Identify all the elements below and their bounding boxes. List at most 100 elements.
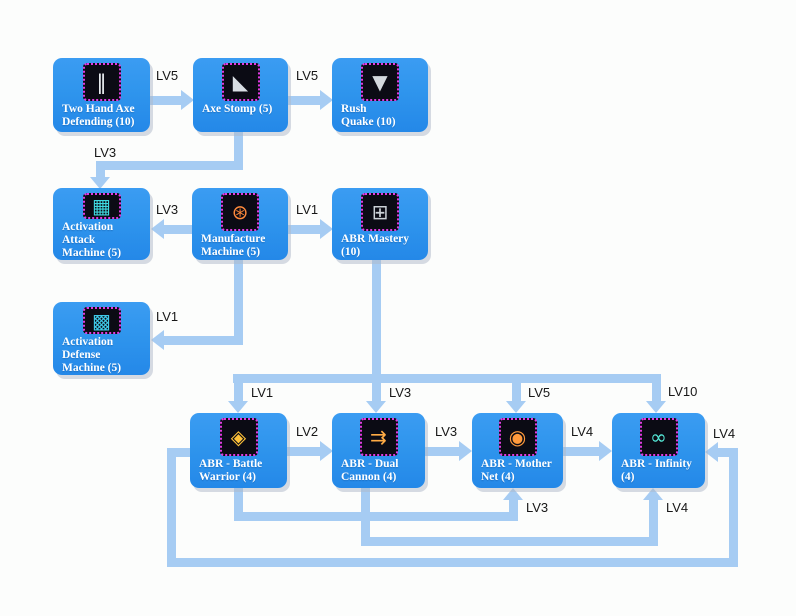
- edge-abrmastery-feed-vertical: [372, 260, 381, 383]
- skill-node-activation-defense-machine[interactable]: ▩ Activation Defense Machine (5): [53, 302, 150, 375]
- attack-machine-glyph: ▦: [92, 194, 111, 218]
- skill-node-label: ABR - Dual Cannon (4): [341, 458, 399, 483]
- battle-warrior-robot-icon: ◈: [219, 418, 258, 456]
- edge-battlewarrior-infinity-bottom: [167, 558, 738, 567]
- dual-cannon-missiles-icon: ⇉: [359, 418, 398, 456]
- mother-net-core-icon: ◉: [498, 418, 537, 456]
- edge-dualcannon-mothernet-stem: [425, 447, 460, 456]
- edge-axestomp-rushquake-stem: [288, 96, 321, 105]
- skill-node-abr-battle-warrior[interactable]: ◈ ABR - Battle Warrior (4): [190, 413, 287, 488]
- skill-node-abr-mother-net[interactable]: ◉ ABR - Mother Net (4): [472, 413, 563, 488]
- skill-node-label: Activation Attack Machine (5): [62, 221, 122, 259]
- edge-battlewarrior-dualcannon-stem: [287, 447, 321, 456]
- edge-dualcannon-infinity-upstem: [649, 499, 658, 538]
- edge-dualcannon-infinity-arrowhead: [643, 488, 663, 500]
- skill-node-label: Axe Stomp (5): [202, 103, 273, 115]
- edge-manufacture-actattack-arrowhead: [151, 219, 164, 239]
- skill-node-rush-quake[interactable]: ▼ Rush Quake (10): [332, 58, 428, 132]
- abr-mastery-glyph: ⊞: [371, 200, 389, 224]
- edge-level-label: LV5: [528, 385, 551, 400]
- edge-abrmastery-infinity-arrowhead: [646, 401, 666, 413]
- defense-machine-glyph: ▩: [92, 308, 111, 333]
- edge-level-label: LV4: [571, 424, 594, 439]
- skill-node-axe-stomp[interactable]: ◣ Axe Stomp (5): [193, 58, 288, 132]
- edge-dualcannon-mothernet-arrowhead: [459, 441, 472, 461]
- edge-level-label: LV3: [94, 145, 117, 160]
- edge-abrmastery-mothernet-dropstem: [512, 383, 521, 402]
- edge-manufacture-actdefense-arrowhead: [151, 330, 164, 350]
- edge-axestomp-actattack-dropstem: [96, 170, 105, 178]
- edge-manufacture-actattack-stem: [164, 225, 192, 234]
- edge-manufacture-actdefense-vertical: [234, 260, 243, 345]
- skill-node-abr-dual-cannon[interactable]: ⇉ ABR - Dual Cannon (4): [332, 413, 425, 488]
- manufacture-tools-icon: ⊛: [221, 193, 259, 231]
- edge-level-label: LV3: [526, 500, 549, 515]
- skill-node-two-hand-axe-defending[interactable]: ‖ Two Hand Axe Defending (10): [53, 58, 150, 132]
- edge-battlewarrior-infinity-arrowhead: [705, 442, 718, 462]
- edge-mothernet-infinity-stem: [563, 447, 600, 456]
- axe-stomp-icon: ◣: [221, 63, 260, 101]
- skill-node-label: ABR Mastery (10): [341, 233, 410, 258]
- edge-battlewarrior-mothernet-horizontal: [234, 512, 518, 521]
- edge-battlewarrior-infinity-leftvertical: [167, 448, 176, 567]
- edge-axestomp-actattack-horizontal: [96, 161, 243, 170]
- edge-level-label: LV5: [156, 68, 179, 83]
- skill-node-label: Activation Defense Machine (5): [62, 336, 122, 374]
- skill-node-label: Rush Quake (10): [341, 103, 396, 128]
- skill-node-label: ABR - Infinity (4): [621, 458, 692, 483]
- edge-level-label: LV10: [668, 384, 698, 399]
- edge-battlewarrior-infinity-exit: [167, 448, 190, 457]
- edge-level-label: LV3: [156, 202, 179, 217]
- edge-dualcannon-infinity-horizontal: [361, 537, 658, 546]
- skill-node-label: Two Hand Axe Defending (10): [62, 103, 135, 128]
- skill-node-abr-mastery[interactable]: ⊞ ABR Mastery (10): [332, 188, 428, 260]
- edge-level-label: LV4: [713, 426, 736, 441]
- edge-level-label: LV4: [666, 500, 689, 515]
- edge-abrmastery-infinity-dropstem: [652, 383, 661, 402]
- edge-dualcannon-infinity-down: [361, 488, 370, 546]
- skill-node-label: Manufacture Machine (5): [201, 233, 266, 258]
- edge-level-label: LV1: [156, 309, 179, 324]
- manufacture-glyph: ⊛: [231, 200, 249, 224]
- edge-level-label: LV1: [296, 202, 319, 217]
- edge-manufacture-abrmastery-arrowhead: [320, 219, 333, 239]
- battle-warrior-glyph: ◈: [230, 425, 247, 449]
- skill-node-activation-attack-machine[interactable]: ▦ Activation Attack Machine (5): [53, 188, 150, 260]
- edge-battlewarrior-dualcannon-arrowhead: [320, 441, 333, 461]
- rush-quake-icon: ▼: [361, 63, 399, 101]
- dual-cannon-glyph: ⇉: [370, 425, 387, 449]
- edge-abrmastery-mothernet-arrowhead: [506, 401, 526, 413]
- skill-node-abr-infinity[interactable]: ∞ ABR - Infinity (4): [612, 413, 705, 488]
- edge-manufacture-abrmastery-stem: [288, 225, 321, 234]
- defense-machine-circuit-icon: ▩: [82, 307, 121, 334]
- mother-net-glyph: ◉: [508, 425, 527, 449]
- edge-battlewarrior-mothernet-down: [234, 488, 243, 521]
- edge-battlewarrior-mothernet-upstem: [509, 499, 518, 513]
- edge-mothernet-infinity-arrowhead: [599, 441, 612, 461]
- skill-node-label: ABR - Mother Net (4): [481, 458, 552, 483]
- edge-level-label: LV2: [296, 424, 319, 439]
- edge-abrmastery-battlewarrior-arrowhead: [228, 401, 248, 413]
- skill-node-label: ABR - Battle Warrior (4): [199, 458, 263, 483]
- edge-thad-axestomp-stem: [150, 96, 182, 105]
- edge-abrmastery-distributor: [233, 374, 661, 383]
- edge-axestomp-rushquake-arrowhead: [320, 90, 333, 110]
- skill-node-manufacture-machine[interactable]: ⊛ Manufacture Machine (5): [192, 188, 288, 260]
- edge-level-label: LV5: [296, 68, 319, 83]
- attack-machine-chip-icon: ▦: [82, 193, 121, 219]
- abr-parts-icon: ⊞: [361, 193, 399, 231]
- edge-axestomp-actattack-vertical: [234, 132, 243, 170]
- edge-battlewarrior-mothernet-arrowhead: [503, 488, 523, 500]
- axe-stomp-glyph: ◣: [232, 70, 249, 94]
- edge-battlewarrior-infinity-rightvertical: [729, 448, 738, 567]
- infinity-glyph: ∞: [650, 425, 667, 449]
- edge-level-label: LV3: [435, 424, 458, 439]
- edge-thad-axestomp-arrowhead: [181, 90, 194, 110]
- two-hand-axe-glyph: ‖: [96, 70, 107, 94]
- rush-quake-glyph: ▼: [372, 70, 388, 94]
- edge-manufacture-actdefense-horizontal: [164, 336, 243, 345]
- edge-level-label: LV1: [251, 385, 274, 400]
- infinity-symbol-icon: ∞: [639, 418, 678, 456]
- edge-abrmastery-dualcannon-arrowhead: [366, 401, 386, 413]
